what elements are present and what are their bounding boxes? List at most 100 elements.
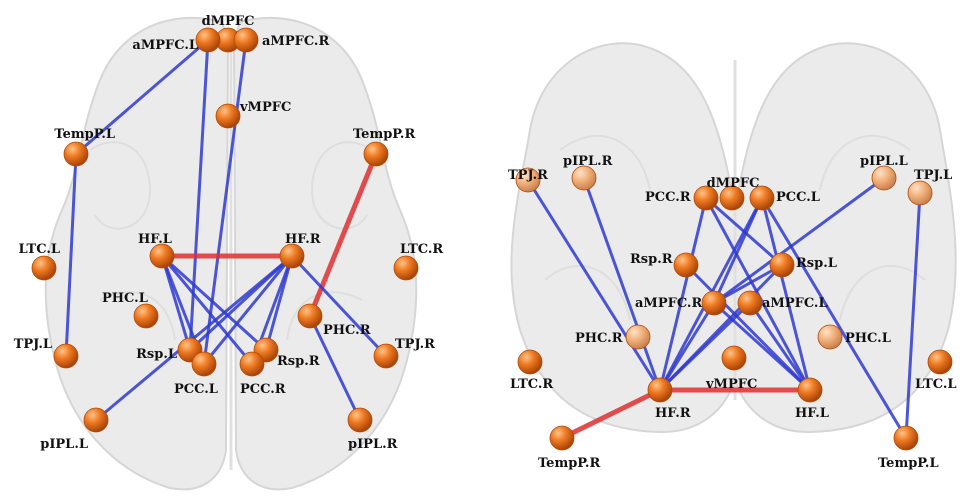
node-ltc-l: [31, 255, 57, 281]
edge-hf-l-ampfc-l: [748, 301, 812, 392]
node-ampfc-l: [195, 27, 221, 53]
coronal-brain-outline: [510, 42, 957, 434]
node-ampfc-r: [701, 290, 727, 316]
label-ampfc-r: aMPFC.R: [635, 296, 702, 311]
node-pipl-r: [347, 407, 373, 433]
node-phc-r: [297, 303, 323, 329]
label-tempp-r: TempP.R: [538, 456, 600, 471]
label-pipl-r: pIPL.R: [348, 437, 398, 452]
node-rsp-l: [769, 252, 795, 278]
node-tpj-r: [373, 343, 399, 369]
coronal-nodes: TPJ.R pIPL.R PCC.R dMPFC PCC.L pIPL.L TPJ.L Rsp…: [508, 154, 957, 471]
node-pcc-r: [693, 185, 719, 211]
label-pcc-l: PCC.L: [174, 382, 218, 397]
edge-hf-r-ampfc-r: [658, 301, 716, 392]
label-hf-r: HF.R: [285, 232, 321, 247]
label-rsp-l: Rsp.L: [796, 256, 837, 271]
label-ampfc-l: aMPFC.L: [132, 38, 198, 53]
edge-phc-r-pipl-r: [308, 314, 362, 422]
node-ltc-l: [927, 349, 953, 375]
coronal-edges: [526, 176, 922, 441]
node-phc-r: [625, 324, 651, 350]
label-phc-l: PHC.L: [845, 331, 891, 346]
label-ampfc-r: aMPFC.R: [262, 34, 329, 49]
node-vmpfc: [215, 103, 241, 129]
label-rsp-r: Rsp.R: [277, 354, 320, 369]
node-rsp-r: [673, 252, 699, 278]
label-ltc-l: LTC.L: [18, 242, 60, 257]
node-hf-r: [647, 377, 673, 403]
edge-hf-l-rsp-r: [684, 263, 812, 392]
axial-brain-outline: [44, 16, 418, 491]
node-pcc-l: [191, 351, 217, 377]
node-vmpfc: [721, 345, 747, 371]
node-phc-l: [133, 303, 159, 329]
label-ltc-l: LTC.L: [915, 377, 957, 392]
label-vmpfc: vMPFC: [239, 100, 291, 115]
label-phc-r: PHC.R: [575, 331, 623, 346]
label-rsp-r: Rsp.R: [630, 252, 673, 267]
edge-ampfc-l-tempp-l: [74, 38, 210, 156]
edge-hf-l-rsp-r: [160, 254, 268, 352]
edge-hf-l-pcc-r: [160, 254, 254, 366]
node-hf-l: [797, 377, 823, 403]
edge-pcc-r-rsp-l: [704, 196, 784, 267]
node-pcc-r: [239, 351, 265, 377]
label-phc-r: PHC.R: [323, 323, 371, 338]
edge-hf-r-tempp-r: [559, 387, 663, 441]
edge-pipl-l-ampfc-r: [712, 176, 886, 305]
edge-hf-r-pcc-l: [202, 254, 294, 366]
node-ampfc-l: [737, 290, 763, 316]
label-tpj-r: TPJ.R: [508, 168, 548, 183]
label-hf-l: HF.L: [138, 232, 172, 247]
label-ampfc-l: aMPFC.L: [762, 296, 828, 311]
edge-hf-r-rsp-r: [264, 254, 294, 352]
node-pipl-l: [83, 407, 109, 433]
label-ltc-r: LTC.R: [400, 242, 443, 257]
label-pcc-r: PCC.R: [645, 190, 691, 205]
edge-hf-r-pipl-l: [94, 254, 294, 422]
node-tpj-r: [515, 167, 541, 193]
label-pcc-l: PCC.L: [776, 190, 820, 205]
label-tempp-l: TempP.L: [54, 127, 115, 142]
node-tempp-r: [363, 141, 389, 167]
label-phc-l: PHC.L: [102, 291, 148, 306]
label-pipl-l: pIPL.L: [860, 154, 908, 169]
coronal-panel: TPJ.R pIPL.R PCC.R dMPFC PCC.L pIPL.L TPJ.L Rsp…: [508, 42, 957, 471]
axial-edges: [64, 38, 388, 422]
label-tpj-r: TPJ.R: [395, 337, 435, 352]
label-dmpfc: dMPFC: [202, 14, 255, 29]
node-ltc-r: [393, 255, 419, 281]
axial-panel: dMPFC aMPFC.L aMPFC.R vMPFC TempP.L TempP.R HF…: [14, 14, 444, 491]
label-ltc-r: LTC.R: [510, 377, 553, 392]
edge-ampfc-l-rsp-l: [188, 38, 210, 352]
node-hf-l: [149, 243, 175, 269]
edge-hf-l-pcc-l: [760, 196, 812, 392]
node-tempp-l: [63, 141, 89, 167]
label-tpj-l: TPJ.L: [14, 337, 52, 352]
node-tpj-l: [907, 180, 933, 206]
label-pipl-l: pIPL.L: [40, 437, 88, 452]
edge-tempp-l-tpj-l: [64, 152, 78, 358]
label-tempp-r: TempP.R: [353, 127, 415, 142]
label-hf-l: HF.L: [795, 406, 829, 421]
label-tpj-l: TPJ.L: [914, 168, 952, 183]
edge-pcc-l-tempp-l: [760, 196, 908, 440]
edge-hf-r-pipl-r: [582, 176, 662, 392]
edge-tpj-l-tempp-l: [904, 191, 922, 440]
label-vmpfc: vMPFC: [705, 377, 757, 392]
label-pipl-r: pIPL.R: [563, 154, 613, 169]
label-tempp-l: TempP.L: [878, 456, 939, 471]
edge-hf-r-tpj-r: [526, 178, 662, 392]
label-rsp-l: Rsp.L: [136, 347, 177, 362]
node-tempp-r: [549, 425, 575, 451]
node-hf-r: [279, 243, 305, 269]
edge-rsp-l-ampfc-r: [712, 263, 784, 305]
node-ampfc-r: [233, 27, 259, 53]
label-hf-r: HF.R: [655, 406, 691, 421]
node-tempp-l: [893, 425, 919, 451]
axial-nodes: dMPFC aMPFC.L aMPFC.R vMPFC TempP.L TempP.R HF…: [14, 14, 444, 452]
label-dmpfc: dMPFC: [707, 176, 760, 191]
node-pipl-l: [871, 165, 897, 191]
node-pipl-r: [571, 165, 597, 191]
